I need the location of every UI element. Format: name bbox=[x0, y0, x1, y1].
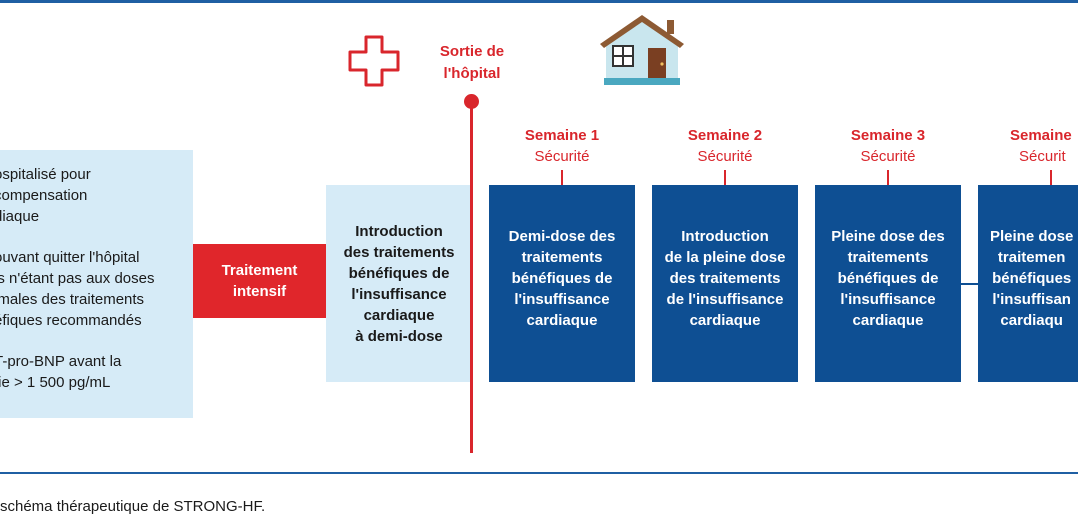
week-2-status: Sécurité bbox=[697, 148, 753, 165]
week-4-tick bbox=[1050, 170, 1052, 185]
criteria-nt-pro-bnp: T-pro-BNP avant la tie > 1 500 pg/mL bbox=[0, 353, 122, 391]
criteria-discharge-ready: ouvant quitter l'hôpital is n'étant pas … bbox=[0, 249, 155, 329]
week-3-box: Pleine dose des traitements bénéfiques d… bbox=[815, 185, 961, 382]
week-1-status: Sécurité bbox=[534, 148, 590, 165]
week-3-status: Sécurité bbox=[860, 148, 916, 165]
half-dose-introduction-box: Introduction des traitements bénéfiques … bbox=[326, 185, 472, 382]
week-4-box: Pleine dose traitemen bénéfiques l'insuf… bbox=[978, 185, 1078, 382]
week-3-label: Semaine 3 bbox=[850, 127, 926, 144]
patient-criteria-box: ospitalisé pour compensation diaque ouva… bbox=[0, 150, 193, 418]
criteria-hospitalised: ospitalisé pour compensation diaque bbox=[0, 166, 91, 225]
week-1-tick bbox=[561, 170, 563, 185]
hospital-exit-label: Sortie de l'hôpital bbox=[439, 43, 505, 82]
top-rule bbox=[0, 0, 1078, 3]
week-1-box: Demi-dose des traitements bénéfiques de … bbox=[489, 185, 635, 382]
week-4-label: Semaine bbox=[1010, 127, 1072, 144]
week-3-4-connector bbox=[960, 283, 978, 285]
week-2-box: Introduction de la pleine dose des trait… bbox=[652, 185, 798, 382]
week-2-label: Semaine 2 bbox=[687, 127, 763, 144]
intensive-treatment-box: Traitement intensif bbox=[193, 244, 326, 318]
week-4-status: Sécurit bbox=[1019, 148, 1066, 165]
week-2-tick bbox=[724, 170, 726, 185]
figure-caption: schéma thérapeutique de STRONG-HF. bbox=[0, 498, 266, 515]
hospital-cross-icon bbox=[348, 35, 400, 87]
week-4-header: Semaine Sécurit bbox=[992, 126, 1078, 167]
bottom-rule bbox=[0, 472, 1078, 474]
house-icon bbox=[600, 15, 684, 85]
week-2-header: Semaine 2 Sécurité bbox=[652, 126, 798, 167]
week-1-label: Semaine 1 bbox=[524, 127, 600, 144]
week-3-tick bbox=[887, 170, 889, 185]
week-1-header: Semaine 1 Sécurité bbox=[489, 126, 635, 167]
hospital-exit-dot bbox=[464, 94, 479, 109]
week-3-header: Semaine 3 Sécurité bbox=[815, 126, 961, 167]
hospital-exit-line bbox=[470, 101, 473, 453]
